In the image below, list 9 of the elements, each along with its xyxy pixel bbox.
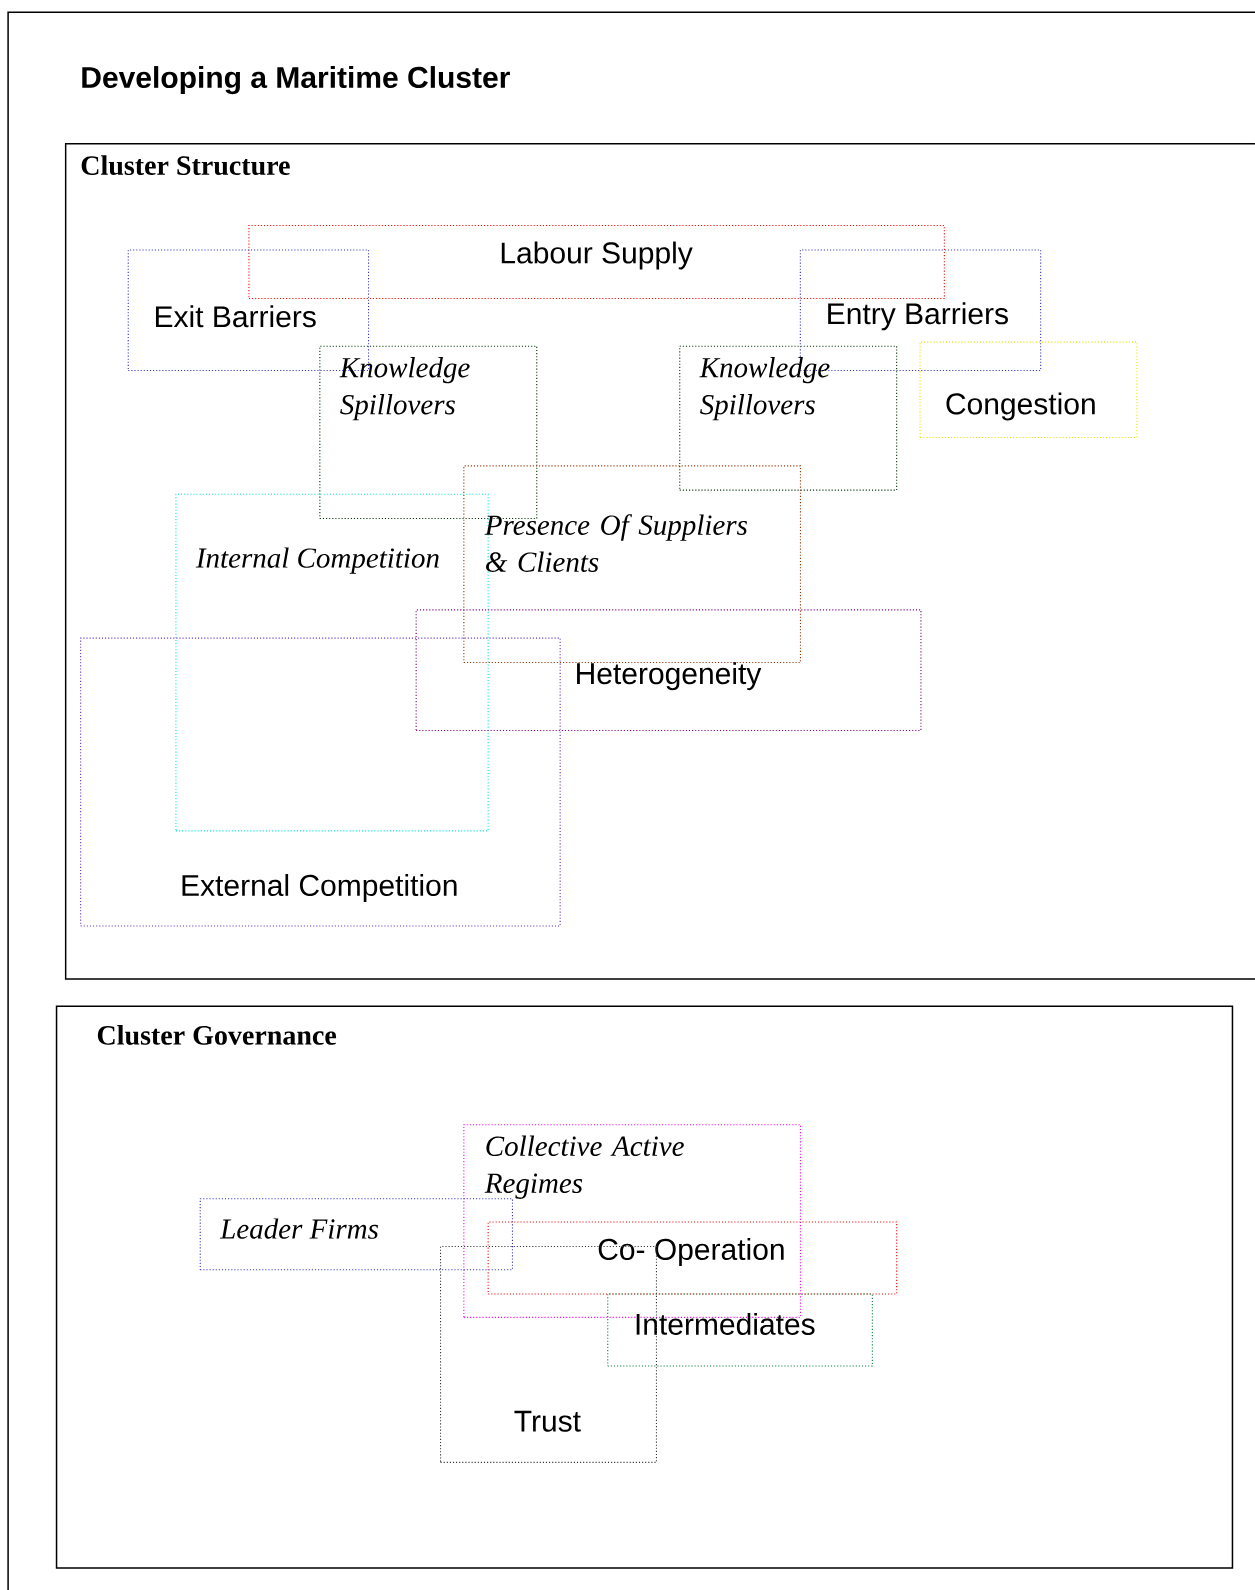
- dotted-box: Co- Operation: [487, 1221, 898, 1295]
- title: Developing a Maritime Cluster: [82, 66, 510, 95]
- dotted-box: Intermediates: [607, 1293, 873, 1367]
- dotted-box: Leader Firms: [199, 1198, 513, 1271]
- dotted-box: Congestion: [919, 341, 1138, 438]
- dotted-box: Knowledge Spillovers: [679, 345, 898, 491]
- dotted-box: Heterogeneity: [415, 609, 922, 731]
- dotted-box: Labour Supply: [248, 225, 945, 300]
- dotted-box: External Competition: [80, 637, 561, 927]
